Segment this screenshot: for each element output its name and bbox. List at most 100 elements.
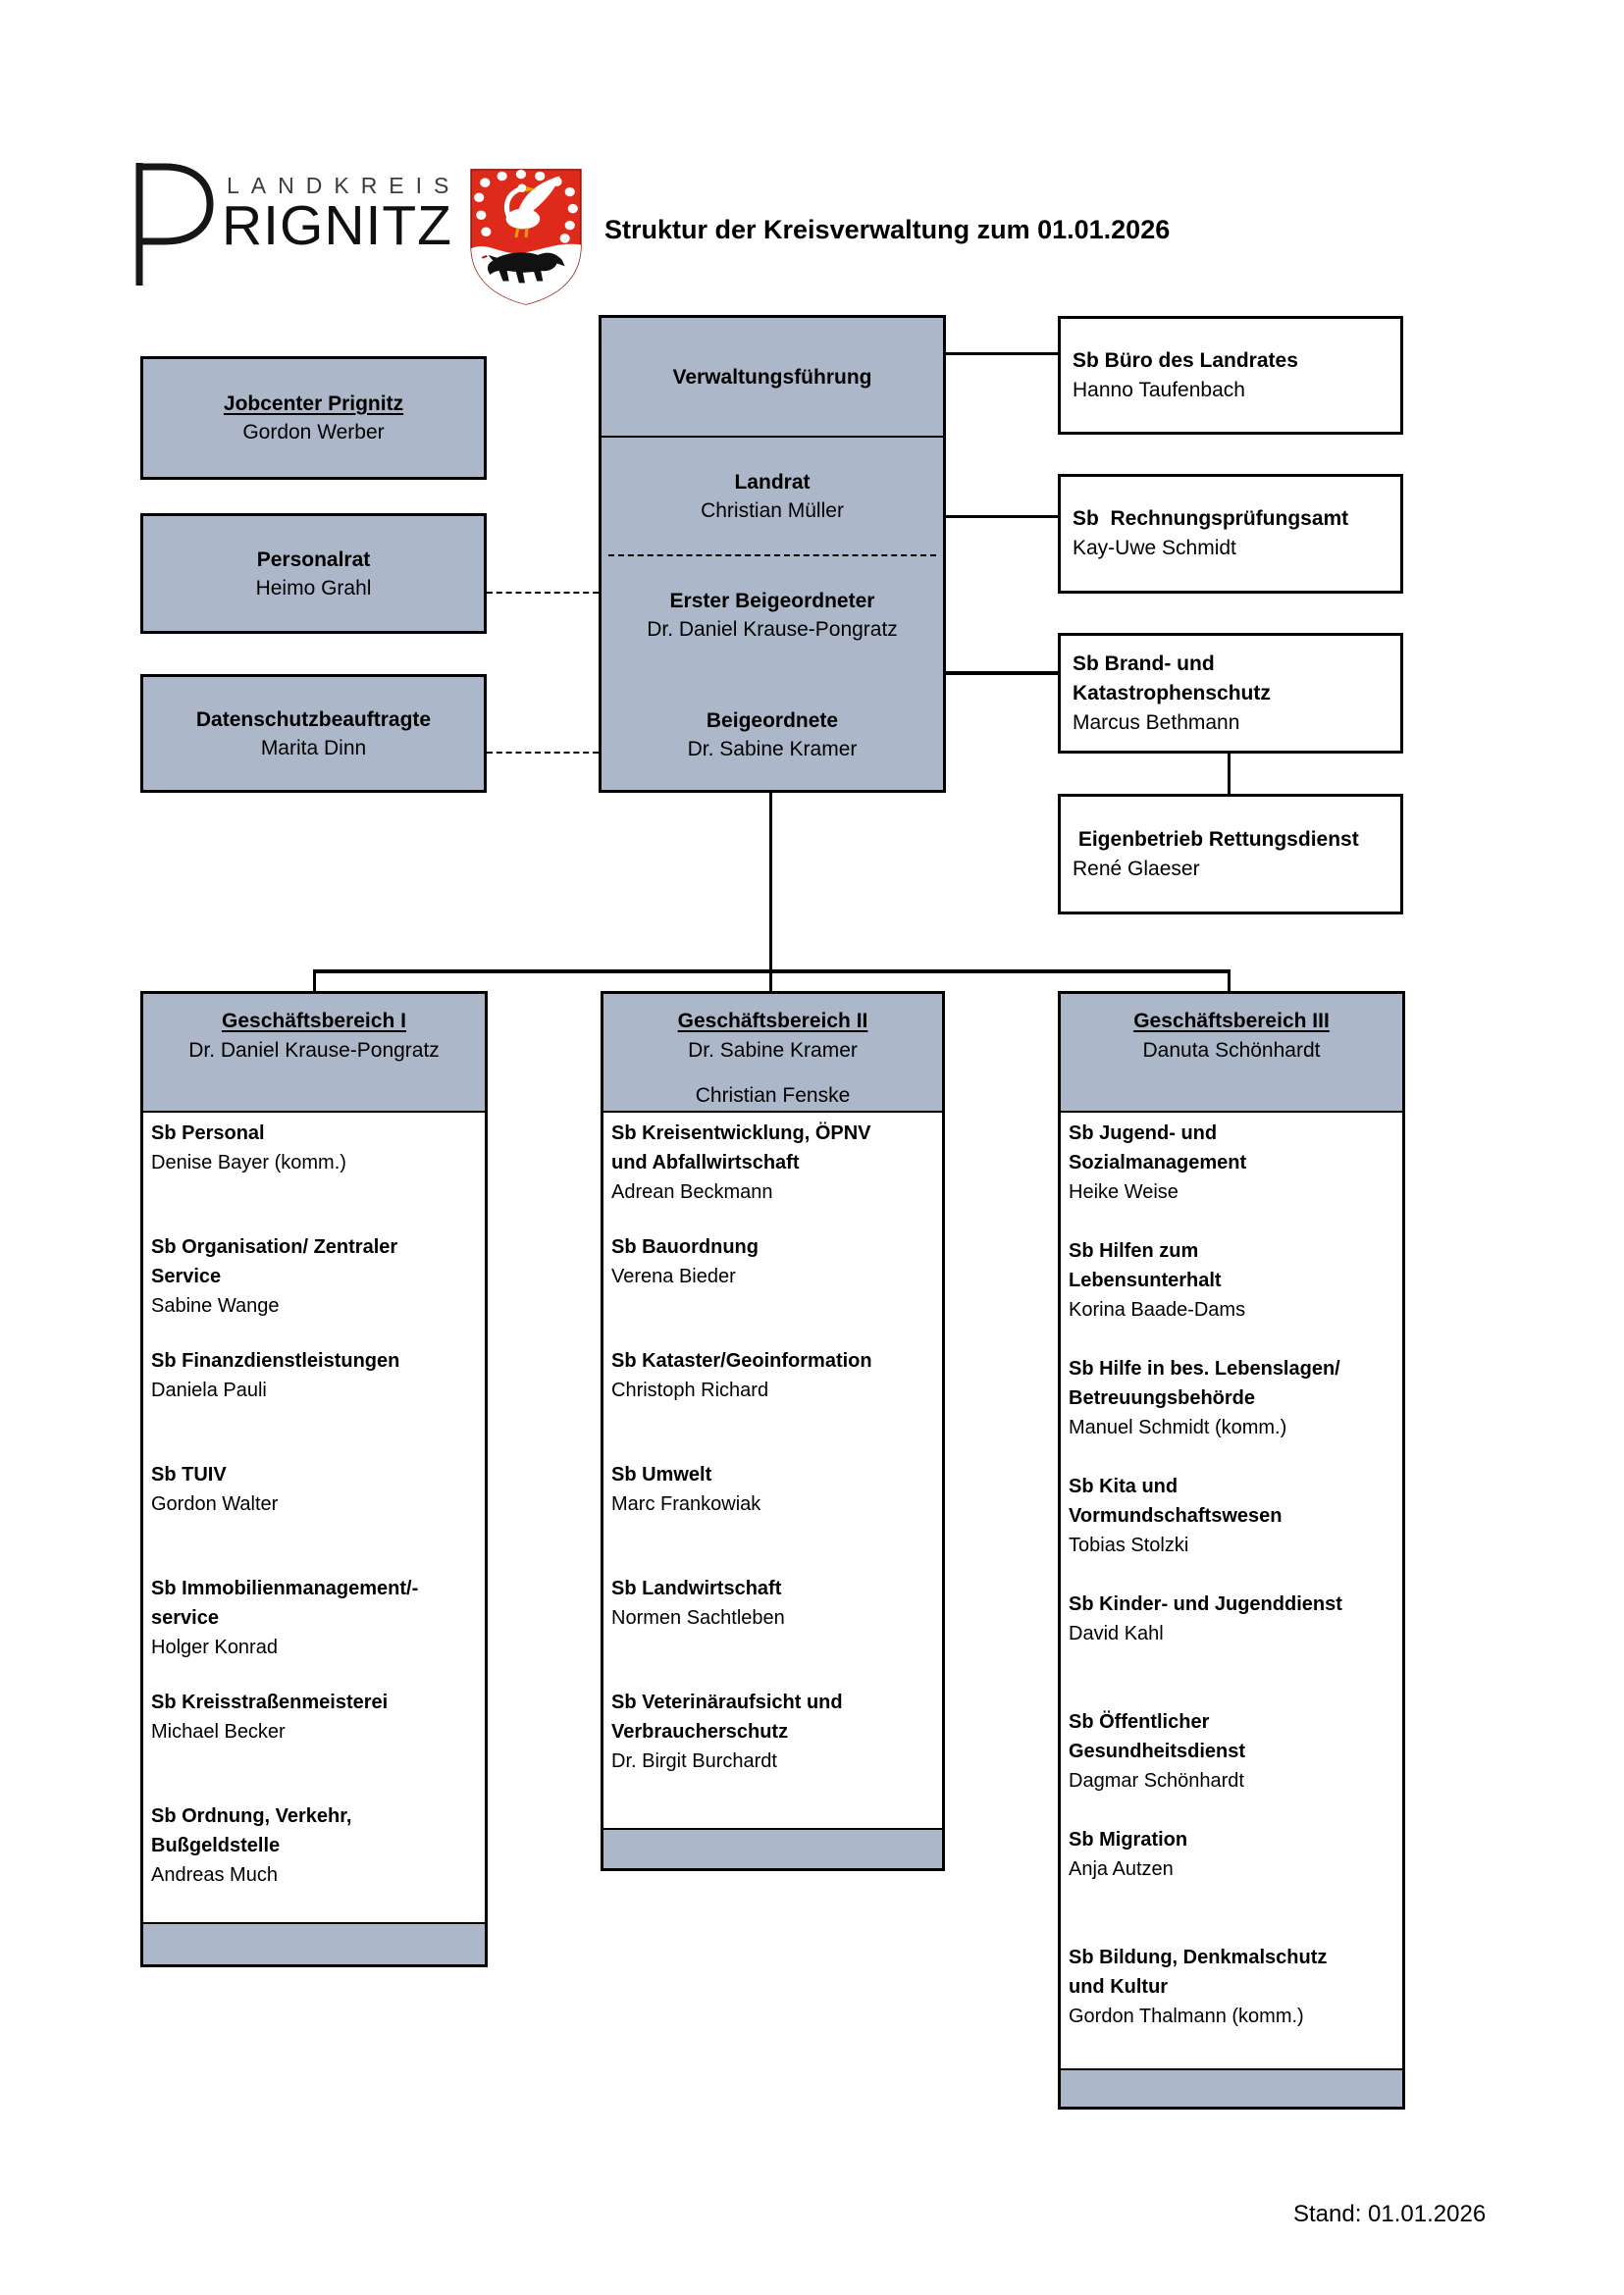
leadership-box: Verwaltungsführung Landrat Christian Mül…	[599, 315, 946, 793]
buero-landrat-box: Sb Büro des Landrates Hanno Taufenbach	[1058, 316, 1403, 435]
unit-name: Dagmar Schönhardt	[1069, 1770, 1244, 1792]
unit-entry: Sb TUIV Gordon Walter	[151, 1460, 477, 1574]
beigeordnete-block: Beigeordnete Dr. Sabine Kramer	[602, 706, 943, 763]
unit-entry: Sb Hilfen zum Lebensunterhalt Korina Baa…	[1069, 1236, 1394, 1354]
unit-entry: Sb Landwirtschaft Normen Sachtleben	[611, 1574, 934, 1688]
beigeordnete-title: Beigeordnete	[706, 709, 839, 732]
unit-entry: Sb Migration Anja Autzen	[1069, 1825, 1394, 1943]
unit-title: Sb Ordnung, Verkehr, Bußgeldstelle	[151, 1805, 352, 1856]
erster-beigeordneter-name: Dr. Daniel Krause-Pongratz	[647, 618, 898, 641]
eigenbetrieb-rettungsdienst-title: Eigenbetrieb Rettungsdienst	[1073, 827, 1359, 851]
connector-main-vertical	[769, 790, 772, 971]
personalrat-box: Personalrat Heimo Grahl	[140, 513, 487, 634]
geschaeftsbereich-2-title: Geschäftsbereich II	[677, 1010, 868, 1032]
unit-name: Tobias Stolzki	[1069, 1535, 1189, 1556]
unit-name: Gordon Thalmann (komm.)	[1069, 2006, 1304, 2027]
geschaeftsbereich-2-header: Geschäftsbereich II Dr. Sabine Kramer Ch…	[603, 994, 942, 1113]
connector-buero	[946, 352, 1058, 355]
beigeordnete-name: Dr. Sabine Kramer	[687, 738, 858, 760]
unit-title: Sb Kita und Vormundschaftswesen	[1069, 1476, 1283, 1527]
landrat-block: Landrat Christian Müller	[602, 468, 943, 525]
unit-entry: Sb Hilfe in bes. Lebenslagen/ Betreuungs…	[1069, 1354, 1394, 1472]
landrat-beigeordnete-divider	[608, 554, 936, 556]
unit-title: Sb Kreisstraßenmeisterei	[151, 1692, 389, 1713]
unit-entry: Sb Kataster/Geoinformation Christoph Ric…	[611, 1346, 934, 1460]
stand-date-note: Stand: 01.01.2026	[1293, 2201, 1487, 2227]
unit-title: Sb Finanzdienstleistungen	[151, 1350, 400, 1372]
unit-title: Sb Bildung, Denkmalschutz und Kultur	[1069, 1947, 1328, 1998]
connector-rechnungsamt	[946, 515, 1058, 518]
unit-title: Sb Bauordnung	[611, 1236, 759, 1258]
unit-title: Sb Kreisentwicklung, ÖPNV und Abfallwirt…	[611, 1122, 871, 1174]
unit-entry: Sb Umwelt Marc Frankowiak	[611, 1460, 934, 1574]
unit-name: Korina Baade-Dams	[1069, 1299, 1246, 1321]
eigenbetrieb-rettungsdienst-name: René Glaeser	[1073, 857, 1200, 880]
jobcenter-name: Gordon Werber	[242, 421, 385, 443]
connector-drop-gb3	[1228, 969, 1231, 993]
unit-title: Sb Jugend- und Sozialmanagement	[1069, 1122, 1247, 1174]
geschaeftsbereich-3-header: Geschäftsbereich III Danuta Schönhardt	[1061, 994, 1402, 1113]
logo-big-p-icon	[126, 159, 224, 289]
unit-name: Michael Becker	[151, 1721, 286, 1743]
unit-entry: Sb Organisation/ Zentraler Service Sabin…	[151, 1232, 477, 1346]
datenschutz-title: Datenschutzbeauftragte	[195, 707, 432, 731]
unit-name: Anja Autzen	[1069, 1858, 1174, 1880]
connector-drop-gb2	[769, 969, 772, 993]
unit-name: Heike Weise	[1069, 1181, 1179, 1203]
connector-drop-gb1	[313, 969, 316, 993]
buero-landrat-title: Sb Büro des Landrates	[1073, 348, 1298, 372]
unit-name: Adrean Beckmann	[611, 1181, 773, 1203]
unit-title: Sb Landwirtschaft	[611, 1578, 782, 1599]
landrat-title: Landrat	[734, 471, 811, 494]
datenschutz-name: Marita Dinn	[260, 736, 367, 759]
logo-prignitz-text: RIGNITZ	[222, 194, 452, 257]
rechnungspruefungsamt-name: Kay-Uwe Schmidt	[1073, 537, 1236, 559]
personalrat-title: Personalrat	[256, 548, 371, 571]
unit-entry: Sb Ordnung, Verkehr, Bußgeldstelle Andre…	[151, 1801, 477, 1915]
unit-entry: Sb Veterinäraufsicht und Verbraucherschu…	[611, 1688, 934, 1801]
unit-title: Sb Kataster/Geoinformation	[611, 1350, 872, 1372]
geschaeftsbereich-1-footer-bar	[143, 1924, 485, 1964]
unit-name: Dr. Birgit Burchardt	[611, 1750, 777, 1772]
unit-entry: Sb Bauordnung Verena Bieder	[611, 1232, 934, 1346]
unit-name: Sabine Wange	[151, 1295, 280, 1317]
unit-title: Sb Immobilienmanagement/- service	[151, 1578, 419, 1629]
erster-beigeordneter-block: Erster Beigeordneter Dr. Daniel Krause-P…	[602, 587, 943, 644]
geschaeftsbereich-2-footer-bar	[603, 1830, 942, 1868]
rechnungspruefungsamt-title: Sb Rechnungsprüfungsamt	[1073, 507, 1349, 530]
unit-title: Sb Umwelt	[611, 1464, 712, 1486]
geschaeftsbereich-2-lead2: Christian Fenske	[695, 1084, 851, 1107]
logo-landkreis-text: LANDKREIS	[227, 173, 461, 198]
geschaeftsbereich-3-lead: Danuta Schönhardt	[1142, 1039, 1321, 1062]
brand-katastrophenschutz-title: Sb Brand- und Katastrophenschutz	[1073, 652, 1271, 704]
jobcenter-box: Jobcenter Prignitz Gordon Werber	[140, 356, 487, 480]
unit-entry: Sb Kinder- und Jugenddienst David Kahl	[1069, 1590, 1394, 1707]
unit-title: Sb Veterinäraufsicht und Verbraucherschu…	[611, 1692, 843, 1743]
unit-name: Marc Frankowiak	[611, 1493, 761, 1515]
unit-entry: Sb Finanzdienstleistungen Daniela Pauli	[151, 1346, 477, 1460]
unit-title: Sb TUIV	[151, 1464, 227, 1486]
unit-name: Verena Bieder	[611, 1266, 736, 1287]
verwaltungsfuehrung-header: Verwaltungsführung	[602, 318, 943, 438]
geschaeftsbereich-3-title: Geschäftsbereich III	[1133, 1010, 1330, 1032]
buero-landrat-name: Hanno Taufenbach	[1073, 378, 1245, 401]
department-units: Sb Personal Denise Bayer (komm.) Sb Orga…	[143, 1113, 485, 1924]
department-units: Sb Jugend- und Sozialmanagement Heike We…	[1061, 1113, 1402, 2070]
geschaeftsbereich-3-footer-bar	[1061, 2070, 1402, 2107]
unit-entry: Sb Jugend- und Sozialmanagement Heike We…	[1069, 1119, 1394, 1236]
department-units: Sb Kreisentwicklung, ÖPNV und Abfallwirt…	[603, 1113, 942, 1830]
geschaeftsbereich-2-box: Geschäftsbereich II Dr. Sabine Kramer Ch…	[601, 991, 945, 1871]
landrat-name: Christian Müller	[701, 499, 844, 522]
unit-title: Sb Migration	[1069, 1829, 1188, 1851]
dashed-connector-personalrat	[487, 592, 599, 594]
unit-name: Holger Konrad	[151, 1637, 278, 1658]
brand-katastrophenschutz-name: Marcus Bethmann	[1073, 710, 1240, 734]
unit-entry: Sb Kreisentwicklung, ÖPNV und Abfallwirt…	[611, 1119, 934, 1232]
personalrat-name: Heimo Grahl	[255, 576, 372, 600]
connector-brandschutz	[946, 671, 1058, 675]
unit-name: Manuel Schmidt (komm.)	[1069, 1417, 1287, 1438]
unit-name: David Kahl	[1069, 1623, 1164, 1644]
unit-entry: Sb Immobilienmanagement/- service Holger…	[151, 1574, 477, 1688]
unit-name: Normen Sachtleben	[611, 1607, 785, 1629]
